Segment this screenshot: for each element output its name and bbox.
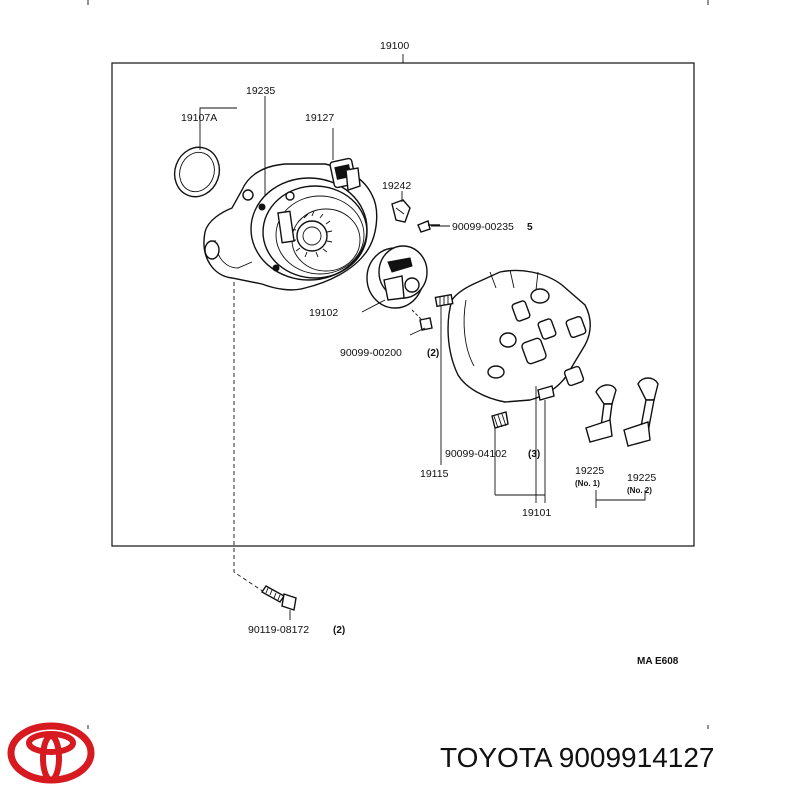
leader-90099-00200	[409, 327, 426, 336]
callout-19115: 19115	[420, 468, 449, 480]
callout-90099-00200: 90099-00200	[340, 347, 402, 359]
callout-19225-no2: 19225	[627, 472, 656, 484]
callout-19242: 19242	[382, 180, 411, 192]
callout-90099-00235-qty: 5	[527, 222, 533, 233]
callout-19225-no1: 19225	[575, 465, 604, 477]
figure-code: MA E608	[637, 656, 679, 667]
crop-marks	[87, 0, 709, 729]
callout-19235: 19235	[246, 85, 275, 97]
leader-19225-bracket	[595, 490, 646, 501]
distributor-cap-part	[447, 269, 591, 403]
product-title: TOYOTA 9009914127	[440, 742, 715, 773]
callout-19107a: 19107A	[181, 112, 217, 124]
rotor-part	[366, 245, 428, 309]
screw-part-00235	[417, 220, 440, 233]
callout-19225-no2-sub: (No. 2)	[627, 486, 652, 495]
callout-19225-no1-sub: (No. 1)	[575, 479, 600, 488]
screw-part-00200	[411, 309, 433, 331]
callout-19127: 19127	[305, 112, 334, 124]
leader-19107a	[199, 107, 237, 150]
o-ring-part	[173, 146, 221, 198]
toyota-logo-icon	[7, 722, 95, 784]
screw-part-04102	[491, 411, 509, 429]
distributor-housing-part	[203, 163, 378, 291]
callout-19102: 19102	[309, 307, 338, 319]
bolt-part	[260, 585, 297, 611]
callout-90099-04102: 90099-04102	[445, 448, 507, 460]
bolt-dashed-leader	[233, 282, 265, 593]
connector-part	[329, 157, 361, 191]
plug-wire-no1-part	[585, 384, 617, 443]
callout-90099-04102-qty: (3)	[528, 449, 540, 460]
callout-19100: 19100	[380, 40, 409, 52]
callout-90119-08172: 90119-08172	[248, 624, 309, 636]
callout-90119-08172-qty: (2)	[333, 625, 345, 636]
clip-part	[391, 199, 411, 223]
pin-part	[434, 293, 454, 308]
callout-19101: 19101	[522, 507, 551, 519]
callout-90099-00200-qty: (2)	[427, 348, 439, 359]
plug-wire-no2-part	[623, 377, 659, 447]
callout-90099-00235: 90099-00235	[452, 221, 514, 233]
leader-19102	[361, 299, 386, 313]
